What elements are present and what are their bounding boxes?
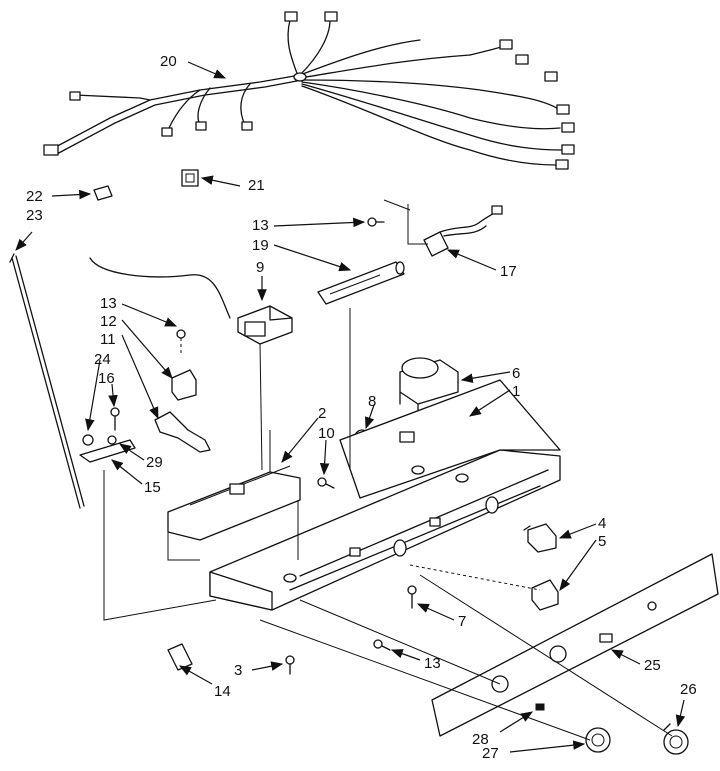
callout-13b: 13 [100, 295, 117, 312]
thermostat-icon [89, 257, 293, 345]
callout-6: 6 [512, 365, 520, 382]
callout-21: 21 [248, 177, 265, 194]
callout-26: 26 [680, 681, 697, 698]
knob-icon [585, 727, 611, 753]
bracket-2-icon [167, 430, 301, 541]
clip-21-icon [181, 169, 199, 187]
callout-1: 1 [512, 383, 520, 400]
callout-29: 29 [146, 454, 163, 471]
callout-7: 7 [458, 613, 466, 630]
light-socket-17-icon [407, 204, 503, 257]
callout-5: 5 [598, 533, 606, 550]
callout-28: 28 [472, 731, 489, 748]
screw-icon [407, 585, 417, 609]
callout-8: 8 [368, 393, 376, 410]
callout-4: 4 [598, 515, 606, 532]
callout-12: 12 [100, 313, 117, 330]
actuator-assembly-icon [79, 329, 211, 463]
callout-22: 22 [26, 188, 43, 205]
control-housing-icon [209, 379, 561, 611]
assembly-lines [103, 199, 673, 741]
screw-icon [285, 655, 295, 675]
insert-28-icon [535, 703, 545, 711]
callout-11: 11 [100, 331, 116, 348]
screw-icon [367, 217, 385, 227]
switch-5-icon [409, 564, 559, 611]
callout-10: 10 [318, 425, 335, 442]
rod-23-icon [9, 253, 85, 509]
callout-17: 17 [500, 263, 517, 280]
switch-4-icon [523, 523, 557, 553]
clip-14-icon [167, 643, 193, 671]
damper-control-6-icon [399, 357, 459, 468]
screw-icon [317, 477, 335, 489]
callout-arrows [15, 61, 686, 753]
wire-harness-icon [43, 11, 575, 170]
callout-16: 16 [98, 370, 115, 387]
callout-27: 27 [482, 745, 499, 762]
screw-icon [373, 639, 391, 651]
callout-19: 19 [252, 237, 269, 254]
bracket-22-icon [93, 185, 113, 201]
callout-9: 9 [256, 259, 264, 276]
knob-icon [663, 723, 689, 755]
callout-13a: 13 [252, 217, 269, 234]
callout-labels: 20 21 22 23 13 19 17 9 13 12 11 24 16 29… [26, 53, 697, 762]
callout-3: 3 [234, 662, 242, 679]
control-panel-icon [431, 553, 719, 737]
callout-25: 25 [644, 657, 661, 674]
light-shield-19-icon [317, 261, 405, 305]
callout-23: 23 [26, 207, 43, 224]
callout-14: 14 [214, 683, 231, 700]
callout-15: 15 [144, 479, 161, 496]
callout-2: 2 [318, 405, 326, 422]
callout-20: 20 [160, 53, 177, 70]
callout-24: 24 [94, 351, 111, 368]
callout-13c: 13 [424, 655, 441, 672]
